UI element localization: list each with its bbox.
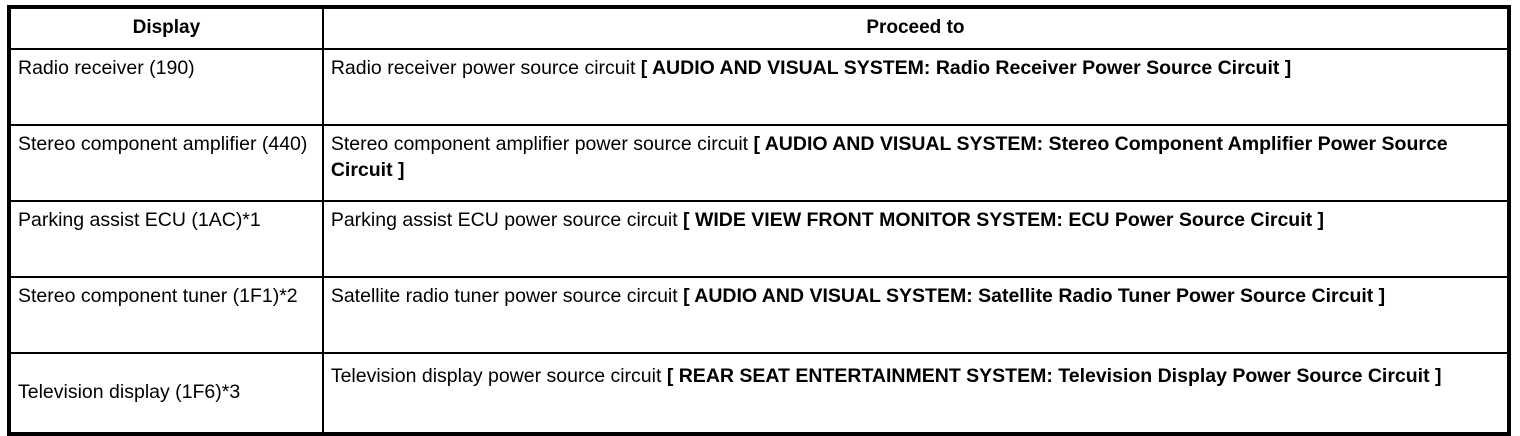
proceed-reference-link[interactable]: [ AUDIO AND VISUAL SYSTEM: Satellite Rad… (683, 285, 1386, 307)
column-header-display: Display (8, 6, 324, 50)
proceed-description: Satellite radio tuner power source circu… (330, 285, 684, 307)
cell-display-name: Television display (1F6)*3 (8, 352, 324, 435)
table-row: Parking assist ECU (1AC)*1 Parking assis… (8, 200, 1511, 278)
table-row: Stereo component amplifier (440) Stereo … (8, 124, 1511, 202)
proceed-reference-link[interactable]: [ AUDIO AND VISUAL SYSTEM: Radio Receive… (640, 57, 1292, 79)
cell-proceed-to: Parking assist ECU power source circuit … (321, 200, 1511, 278)
proceed-description: Stereo component amplifier power source … (330, 133, 754, 155)
cell-display-name: Radio receiver (190) (8, 48, 324, 126)
column-header-proceed-to: Proceed to (321, 6, 1511, 50)
proceed-description: Television display power source circuit (330, 365, 667, 387)
proceed-reference-link[interactable]: [ REAR SEAT ENTERTAINMENT SYSTEM: Televi… (666, 365, 1442, 387)
table-row: Stereo component tuner (1F1)*2 Satellite… (8, 276, 1511, 354)
cell-display-name: Parking assist ECU (1AC)*1 (8, 200, 324, 278)
table-row: Radio receiver (190) Radio receiver powe… (8, 48, 1511, 126)
proceed-reference-link[interactable]: [ AUDIO AND VISUAL SYSTEM: Stereo Compon… (330, 133, 1448, 181)
proceed-to-table-container: Display Proceed to Radio receiver (190) … (7, 5, 1511, 436)
proceed-description: Radio receiver power source circuit (330, 57, 641, 79)
cell-proceed-to: Stereo component amplifier power source … (321, 124, 1511, 202)
table-body: Radio receiver (190) Radio receiver powe… (8, 48, 1511, 435)
cell-proceed-to: Television display power source circuit … (321, 352, 1511, 435)
cell-display-name: Stereo component amplifier (440) (8, 124, 324, 202)
table-row: Television display (1F6)*3 Television di… (8, 352, 1511, 435)
table-header-row: Display Proceed to (8, 6, 1511, 50)
cell-proceed-to: Radio receiver power source circuit [ AU… (321, 48, 1511, 126)
cell-proceed-to: Satellite radio tuner power source circu… (321, 276, 1511, 354)
proceed-description: Parking assist ECU power source circuit (330, 209, 684, 231)
proceed-reference-link[interactable]: [ WIDE VIEW FRONT MONITOR SYSTEM: ECU Po… (683, 209, 1325, 231)
proceed-to-table: Display Proceed to Radio receiver (190) … (7, 5, 1511, 436)
cell-display-name: Stereo component tuner (1F1)*2 (8, 276, 324, 354)
table-header: Display Proceed to (8, 6, 1511, 50)
